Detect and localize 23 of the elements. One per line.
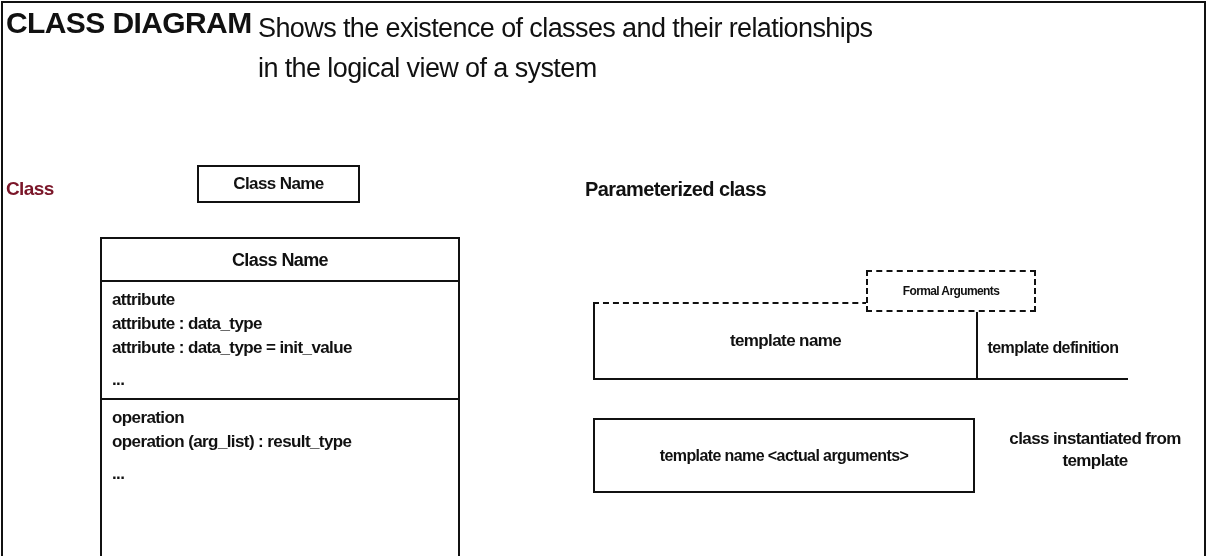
section-heading: Parameterized class (585, 178, 766, 201)
section-heading: Class (6, 178, 54, 200)
template-box (593, 302, 978, 380)
formal-arguments-box (866, 270, 1036, 312)
attribute-text: attribute : data_type (112, 313, 263, 335)
subtitle: Shows the existence of classes and their relationships in the logical view of a system (258, 12, 874, 85)
node-label: template name <actual arguments> (659, 446, 909, 465)
diagram-title: CLASS DIAGRAM (6, 6, 252, 40)
template-instance-box (593, 418, 975, 493)
class-box (197, 165, 360, 203)
attribute-text: attribute : data_type = init_value (112, 337, 353, 359)
attribute-text: ... (112, 369, 126, 391)
operation-text: ... (112, 463, 126, 485)
class-name: Class Name (231, 249, 329, 272)
caption-text: template definition (987, 338, 1119, 358)
attribute-text: attribute (112, 289, 176, 311)
operation-text: operation (arg_list) : result_type (112, 431, 353, 453)
node-label: template name (729, 331, 842, 351)
caption-text: class instantiated from template (1008, 428, 1182, 472)
class-box (100, 237, 460, 556)
node-label: Formal Arguments (902, 284, 1000, 298)
node-label: Class Name (233, 174, 324, 194)
operation-text: operation (112, 407, 186, 429)
